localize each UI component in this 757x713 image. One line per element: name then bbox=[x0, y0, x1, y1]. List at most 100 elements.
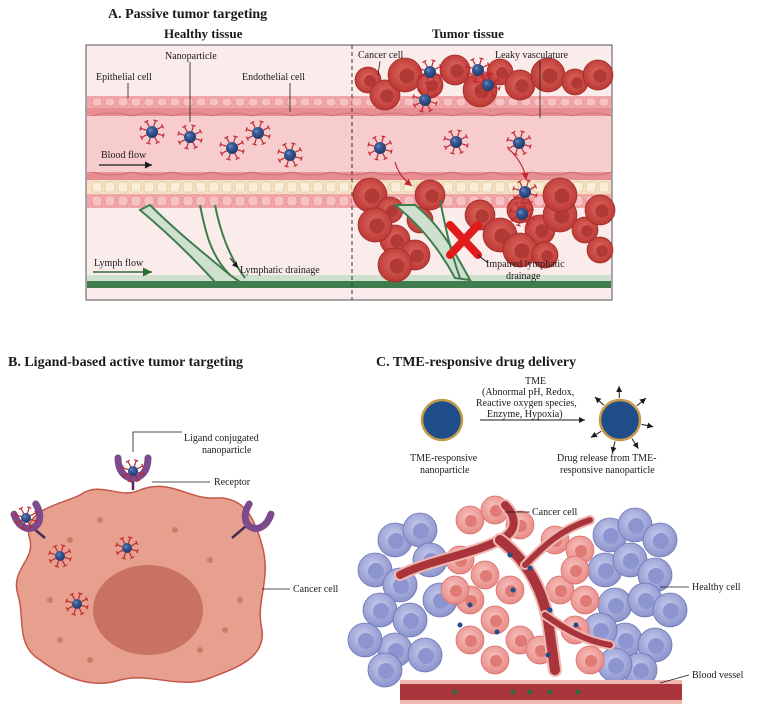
panel-b-spots bbox=[47, 517, 243, 663]
extravasation-arrows bbox=[394, 149, 529, 187]
healthy-cell-icon bbox=[347, 622, 383, 658]
healthy-cell-icon bbox=[597, 647, 633, 683]
tumor-cancer-cells bbox=[352, 54, 616, 283]
panel-b-title: B. Ligand-based active tumor targeting bbox=[8, 355, 243, 370]
healthy-cells bbox=[347, 507, 688, 688]
cancer-cell-icon bbox=[570, 585, 600, 615]
leaky-vasculature-label: Leaky vasculature bbox=[495, 50, 569, 61]
endothelial-cell-label: Endothelial cell bbox=[242, 72, 305, 83]
tumor-cancer-cell-label: Cancer cell bbox=[358, 50, 403, 61]
nanoparticle-icon bbox=[465, 57, 491, 83]
healthy-cell-icon bbox=[617, 507, 653, 543]
blocked-drainage-x-icon bbox=[446, 221, 482, 259]
healthy-cell-icon bbox=[407, 637, 443, 673]
healthy-cell-icon bbox=[612, 542, 648, 578]
cancer-cell-icon bbox=[531, 241, 559, 269]
cancer-cell-icon bbox=[470, 560, 500, 590]
cancer-cell-icon bbox=[561, 68, 589, 96]
vessel-particle-icon bbox=[452, 689, 458, 695]
drug-particle-icon bbox=[494, 629, 500, 635]
cancer-cell-icon bbox=[369, 79, 401, 111]
nanoparticle-icon bbox=[177, 124, 203, 150]
blood-vessel-leader bbox=[659, 674, 690, 684]
drug-particle-icon bbox=[527, 565, 533, 571]
cancer-cell-icon bbox=[495, 575, 525, 605]
tme-nanoparticles bbox=[457, 552, 579, 658]
nanoparticle-icon bbox=[48, 544, 72, 568]
cancer-cell-icon bbox=[357, 207, 393, 243]
ligand-np-leader bbox=[132, 431, 182, 452]
cancer-cell-icon bbox=[504, 69, 536, 101]
cancer-cell-icon bbox=[582, 59, 614, 91]
cancer-cell-icon bbox=[542, 177, 578, 213]
nanoparticle-icon bbox=[115, 536, 139, 560]
drug-release-arrows bbox=[590, 385, 654, 454]
nanoparticle-icon bbox=[65, 592, 89, 616]
drug-particle-icon bbox=[467, 602, 473, 608]
tme-np-label-2: nanoparticle bbox=[420, 465, 470, 476]
blood-vessel-label: Blood vessel bbox=[692, 670, 744, 681]
ligand-np-label-1: Ligand conjugated bbox=[184, 433, 259, 444]
nanoparticle-icon bbox=[443, 129, 469, 155]
tme-cancer-cell-label: Cancer cell bbox=[532, 507, 577, 518]
cancer-cell-icon bbox=[440, 575, 470, 605]
epithelial-cell-label: Epithelial cell bbox=[96, 72, 152, 83]
healthy-cell-icon bbox=[362, 592, 398, 628]
blood-vessel bbox=[400, 680, 682, 704]
lymph-flow-label: Lymph flow bbox=[94, 258, 144, 269]
drug-particle-icon bbox=[547, 607, 553, 613]
healthy-cell-label: Healthy cell bbox=[692, 582, 741, 593]
panel-b-cancer-cell bbox=[15, 485, 266, 684]
drug-particle-icon bbox=[573, 622, 579, 628]
cancer-cell-icon bbox=[455, 505, 485, 535]
healthy-cell-icon bbox=[402, 512, 438, 548]
healthy-tissue-title: Healthy tissue bbox=[164, 26, 243, 41]
tme-label-1: TME bbox=[525, 376, 546, 387]
cancer-cell-icon bbox=[560, 555, 590, 585]
nanoparticle-icon bbox=[139, 119, 165, 145]
panel-a-nanoparticles bbox=[139, 57, 538, 227]
receptor-label: Receptor bbox=[214, 477, 251, 488]
tme-label-4: Enzyme, Hypoxia) bbox=[487, 409, 563, 420]
nanoparticle-icon bbox=[417, 59, 443, 85]
nanoparticle-icon bbox=[14, 506, 38, 530]
drug-particle-icon bbox=[510, 587, 516, 593]
cancer-cell-icon bbox=[387, 57, 423, 93]
cancer-cell-icon bbox=[530, 57, 566, 93]
vessel-particle-icon bbox=[575, 689, 581, 695]
drug-particle-icon bbox=[545, 652, 551, 658]
nanoparticle-icon bbox=[475, 72, 501, 98]
panel-a-title: A. Passive tumor targeting bbox=[108, 7, 267, 22]
vessel-drug-particles bbox=[452, 689, 581, 695]
cancer-cell-icon bbox=[414, 179, 446, 211]
healthy-cell-icon bbox=[637, 627, 673, 663]
nanoparticle-icon bbox=[245, 120, 271, 146]
drug-particle-icon bbox=[507, 552, 513, 558]
vessel-particle-icon bbox=[547, 689, 553, 695]
lymphatic-drainage-label: Lymphatic drainage bbox=[240, 265, 320, 276]
nanoparticle-icon bbox=[121, 459, 145, 483]
blood-flow-label: Blood flow bbox=[101, 150, 147, 161]
healthy-cell-icon bbox=[367, 652, 403, 688]
nanoparticle-icon bbox=[277, 142, 303, 168]
cancer-cell-icon bbox=[575, 645, 605, 675]
vessel-particle-icon bbox=[527, 689, 533, 695]
drug-particle-icon bbox=[457, 622, 463, 628]
nanoparticle-icon bbox=[367, 135, 393, 161]
impaired-drainage-label-2: drainage bbox=[506, 271, 541, 282]
tumor-tissue-title: Tumor tissue bbox=[432, 26, 504, 41]
panel-b-nanoparticles bbox=[14, 459, 145, 616]
tumor-cancer-cell-leader bbox=[377, 60, 381, 76]
tumor-lymph-vessel bbox=[392, 199, 472, 282]
vessel-particle-icon bbox=[510, 689, 516, 695]
cancer-cell-icon bbox=[502, 232, 538, 268]
tme-np-label-1: TME-responsive bbox=[410, 453, 478, 464]
cancer-cell-icon bbox=[586, 236, 614, 264]
nanoparticle-icon bbox=[512, 179, 538, 205]
cancer-cell-icon bbox=[584, 194, 616, 226]
healthy-lymph-vessel bbox=[138, 203, 246, 283]
healthy-cell-icon bbox=[652, 592, 688, 628]
healthy-cell-icon bbox=[392, 602, 428, 638]
nanoparticle-icon bbox=[509, 201, 535, 227]
